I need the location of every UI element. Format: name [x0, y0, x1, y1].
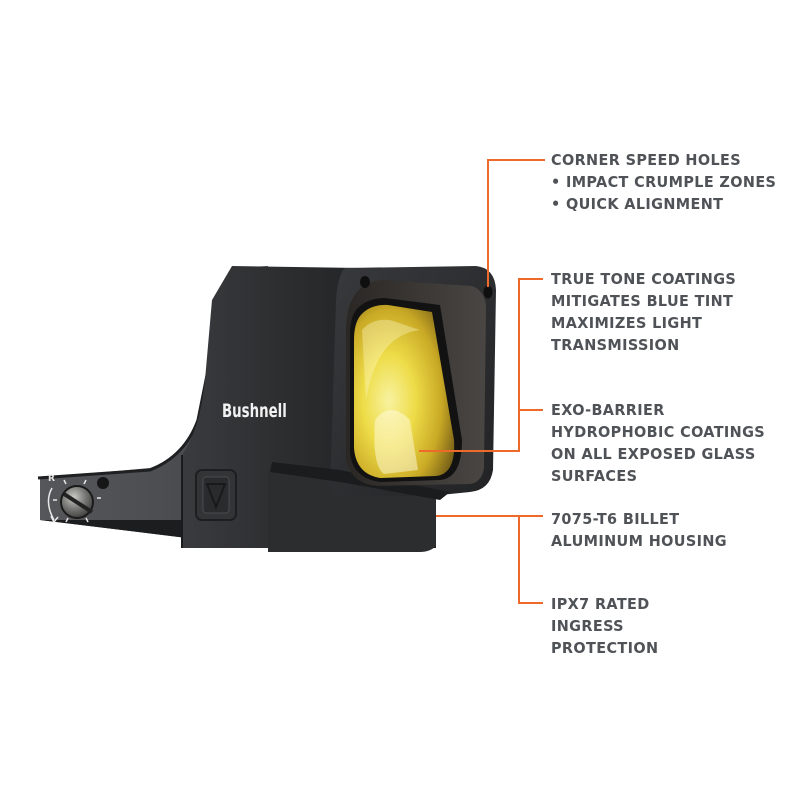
callout-line: SURFACES: [551, 467, 638, 485]
dial-direction-label: R: [48, 474, 55, 484]
callout-line: 7075-T6 BILLET: [551, 510, 680, 528]
callout-line: INGRESS: [551, 617, 624, 635]
callout-line: • QUICK ALIGNMENT: [551, 195, 724, 213]
callout-line: PROTECTION: [551, 639, 659, 657]
callout-line: HYDROPHOBIC COATINGS: [551, 423, 766, 441]
callout-line: EXO-BARRIER: [551, 401, 665, 419]
callout-line: IPX7 RATED: [551, 595, 650, 613]
callout-line: TRANSMISSION: [551, 336, 680, 354]
speed-hole-left: [360, 276, 370, 288]
callout-line: ON ALL EXPOSED GLASS: [551, 445, 756, 463]
callout-line: CORNER SPEED HOLES: [551, 151, 742, 169]
callout-speed-holes: CORNER SPEED HOLES • IMPACT CRUMPLE ZONE…: [551, 149, 776, 215]
callout-line: ALUMINUM HOUSING: [551, 532, 728, 550]
callout-line: MAXIMIZES LIGHT: [551, 314, 703, 332]
callout-true-tone: TRUE TONE COATINGS MITIGATES BLUE TINT M…: [551, 268, 736, 356]
callout-line: • IMPACT CRUMPLE ZONES: [551, 173, 777, 191]
brand-logo: Bushnell: [222, 400, 287, 422]
callout-line: TRUE TONE COATINGS: [551, 270, 737, 288]
speed-hole-right: [483, 285, 493, 299]
callout-exo-barrier: EXO-BARRIER HYDROPHOBIC COATINGS ON ALL …: [551, 399, 765, 487]
callout-billet-housing: 7075-T6 BILLET ALUMINUM HOUSING: [551, 508, 727, 552]
callout-ipx7: IPX7 RATED INGRESS PROTECTION: [551, 593, 658, 659]
callout-line: MITIGATES BLUE TINT: [551, 292, 734, 310]
